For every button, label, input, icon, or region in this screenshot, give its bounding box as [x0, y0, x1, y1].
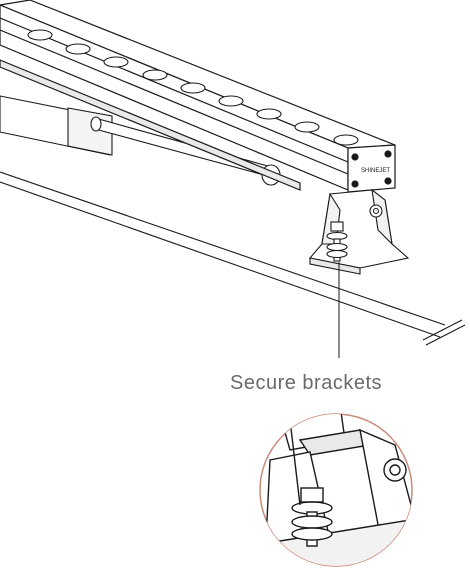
- bracket-detail-magnifier: [259, 413, 413, 567]
- callout-label: Secure brackets: [230, 372, 383, 394]
- mounting-surface: [0, 171, 466, 346]
- mounting-bracket: [308, 188, 410, 275]
- led-wall-washer-bar: [0, 0, 396, 193]
- brand-mark: SHINEJET: [361, 168, 390, 174]
- led-lenses: [27, 29, 359, 146]
- bolt-assembly: [326, 221, 348, 262]
